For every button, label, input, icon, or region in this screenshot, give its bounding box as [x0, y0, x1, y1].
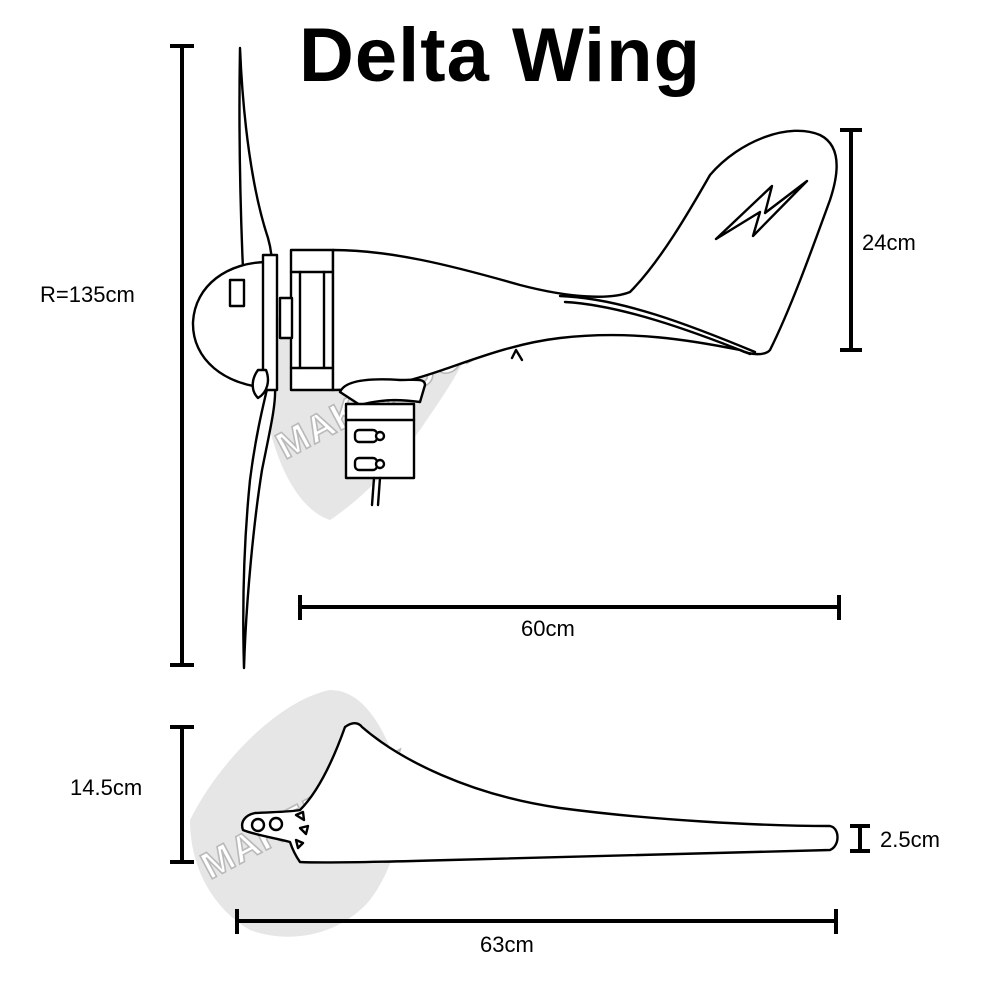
- blade-tip-label: 2.5cm: [880, 827, 940, 852]
- tail-height-dimension: [840, 128, 862, 352]
- rotor-radius-label: R=135cm: [40, 282, 135, 307]
- blade-detail: [241, 722, 839, 864]
- blade-tip-dimension: [850, 824, 870, 853]
- rotor-radius-dimension: [170, 44, 194, 667]
- page-title: Delta Wing: [299, 13, 701, 98]
- blade-length-label: 63cm: [480, 932, 534, 957]
- generator-housing: [289, 248, 335, 392]
- tail-height-label: 24cm: [862, 230, 916, 255]
- nose-cone: [191, 260, 270, 390]
- lightning-bolt-icon: [714, 179, 809, 241]
- blade-width-label: 14.5cm: [70, 775, 143, 800]
- turbine-side-view: [191, 46, 838, 670]
- blade-width-dimension: [170, 725, 194, 864]
- body-length-label: 60cm: [521, 616, 575, 641]
- lower-blade: [242, 383, 277, 670]
- fuselage: [331, 129, 838, 392]
- blade-outline: [241, 722, 839, 864]
- blade-length-dimension: [235, 909, 838, 934]
- body-length-dimension: [298, 595, 841, 620]
